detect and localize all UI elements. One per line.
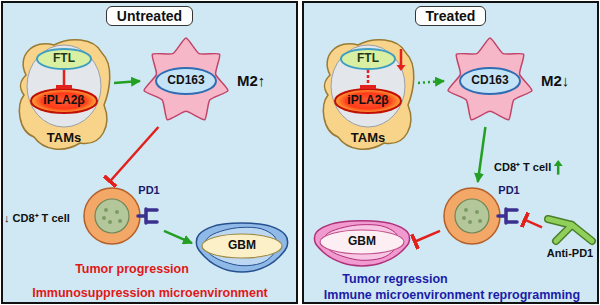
path-part xyxy=(138,209,157,223)
node-label: FTL xyxy=(53,52,75,66)
annotation: M2↑ xyxy=(237,72,265,90)
circle-part xyxy=(108,220,112,224)
t-cell: PD1 xyxy=(440,182,524,250)
circle-part xyxy=(104,208,108,212)
path-part xyxy=(448,38,532,120)
path-part xyxy=(548,219,592,241)
tumor-cell: GBM xyxy=(310,216,414,268)
annotation-text: CD8⁺ T cell xyxy=(494,161,551,174)
macrophage-cell: TAMs FTL iPLA2β xyxy=(318,35,418,155)
annotation-text: Immunosuppression microenvironment xyxy=(32,286,267,300)
circle-part xyxy=(115,210,119,214)
node-label: TAMs xyxy=(351,131,385,146)
ellipse-part xyxy=(331,45,405,127)
circle-part xyxy=(464,208,468,212)
annotation: Immune microenvironment reprogramming xyxy=(324,285,580,303)
circle-part xyxy=(478,219,482,223)
text-box: FTL xyxy=(340,48,396,70)
text-box: TAMs xyxy=(318,129,418,147)
circle-part xyxy=(444,188,500,244)
path-part xyxy=(323,40,413,150)
ellipse-part xyxy=(341,49,395,69)
t-cell: PD1 xyxy=(80,182,164,250)
annotation: Tumor regression xyxy=(342,269,447,287)
annotation: M2↓ xyxy=(541,72,569,90)
protein-ellipse: FTL xyxy=(340,48,396,70)
text-box: CD163 xyxy=(460,67,520,95)
node-label: GBM xyxy=(348,235,376,249)
condition-panel: TreatedTAMs FTL iPLA2β CD163PD1GBM Anti-PD1 xyxy=(302,1,599,304)
enzyme-ellipse: iPLA2β xyxy=(30,88,98,114)
g-part xyxy=(19,40,109,150)
path-part xyxy=(548,219,592,241)
path-part xyxy=(498,209,517,223)
ellipse-part xyxy=(335,89,401,113)
node-label: iPLA2β xyxy=(43,94,84,108)
node-label: TAMs xyxy=(47,131,81,146)
macrophage-cell: TAMs FTL iPLA2β xyxy=(14,35,114,155)
path-part xyxy=(196,223,287,272)
annotation-text: ↓ CD8⁺ T cell xyxy=(4,212,70,225)
text-box: PD1 xyxy=(134,182,164,198)
node-label: CD163 xyxy=(167,74,204,88)
ellipse-part xyxy=(460,68,520,94)
circle-part xyxy=(475,210,479,214)
path-part xyxy=(315,221,410,266)
node-label: GBM xyxy=(228,239,256,253)
m2-macrophage: CD163 xyxy=(444,35,536,127)
tumor-cell: GBM xyxy=(192,218,292,274)
circle-part xyxy=(84,188,140,244)
node-label: FTL xyxy=(357,52,379,66)
annotation-text: M2↓ xyxy=(541,72,569,89)
path-part xyxy=(144,38,228,120)
annotation-text: Immune microenvironment reprogramming xyxy=(324,288,580,302)
text-box: Anti-PD1 xyxy=(542,245,598,261)
node-label: PD1 xyxy=(498,184,519,197)
annotation: Tumor progression xyxy=(75,259,189,277)
circle-part xyxy=(468,220,472,224)
text-box: iPLA2β xyxy=(30,88,98,114)
panel-heading: Untreated xyxy=(106,6,193,26)
condition-panel: UntreatedTAMs FTL iPLA2β CD163PD1GBM xyxy=(1,1,298,304)
ellipse-part xyxy=(320,230,404,254)
annotation: ↓ CD8⁺ T cell xyxy=(4,208,70,226)
circle-part xyxy=(462,216,466,220)
text-box: Untreated xyxy=(1,6,298,30)
annotation-text: Tumor progression xyxy=(75,262,189,276)
circle-part xyxy=(102,216,106,220)
text-box: GBM xyxy=(310,216,414,268)
text-box: FTL xyxy=(36,48,92,70)
circle-part xyxy=(95,199,129,233)
panel-heading: Treated xyxy=(415,6,487,26)
node-label: PD1 xyxy=(138,184,159,197)
ellipse-part xyxy=(31,89,97,113)
text-box: iPLA2β xyxy=(334,88,402,114)
ellipse-part xyxy=(202,234,282,258)
ellipse-part xyxy=(156,68,216,94)
circle-part xyxy=(455,199,489,233)
circle-part xyxy=(118,219,122,223)
antibody: Anti-PD1 xyxy=(542,205,598,261)
annotation: Immunosuppression microenvironment xyxy=(32,283,267,301)
protein-ellipse: FTL xyxy=(36,48,92,70)
annotation-text: M2↑ xyxy=(237,72,265,89)
node-label: Anti-PD1 xyxy=(547,247,593,260)
m2-macrophage: CD163 xyxy=(140,35,232,127)
text-box: CD163 xyxy=(156,67,216,95)
path-part xyxy=(19,40,109,150)
text-box: GBM xyxy=(192,218,292,274)
text-box: TAMs xyxy=(14,129,114,147)
annotation-text: Tumor regression xyxy=(342,272,447,286)
ellipse-part xyxy=(37,49,91,69)
text-box: PD1 xyxy=(494,182,524,198)
annotation: CD8⁺ T cell xyxy=(494,157,551,175)
ellipse-part xyxy=(27,45,101,127)
node-label: CD163 xyxy=(471,74,508,88)
text-box: Treated xyxy=(302,6,599,30)
enzyme-ellipse: iPLA2β xyxy=(334,88,402,114)
node-label: iPLA2β xyxy=(347,94,388,108)
g-part xyxy=(323,40,413,150)
